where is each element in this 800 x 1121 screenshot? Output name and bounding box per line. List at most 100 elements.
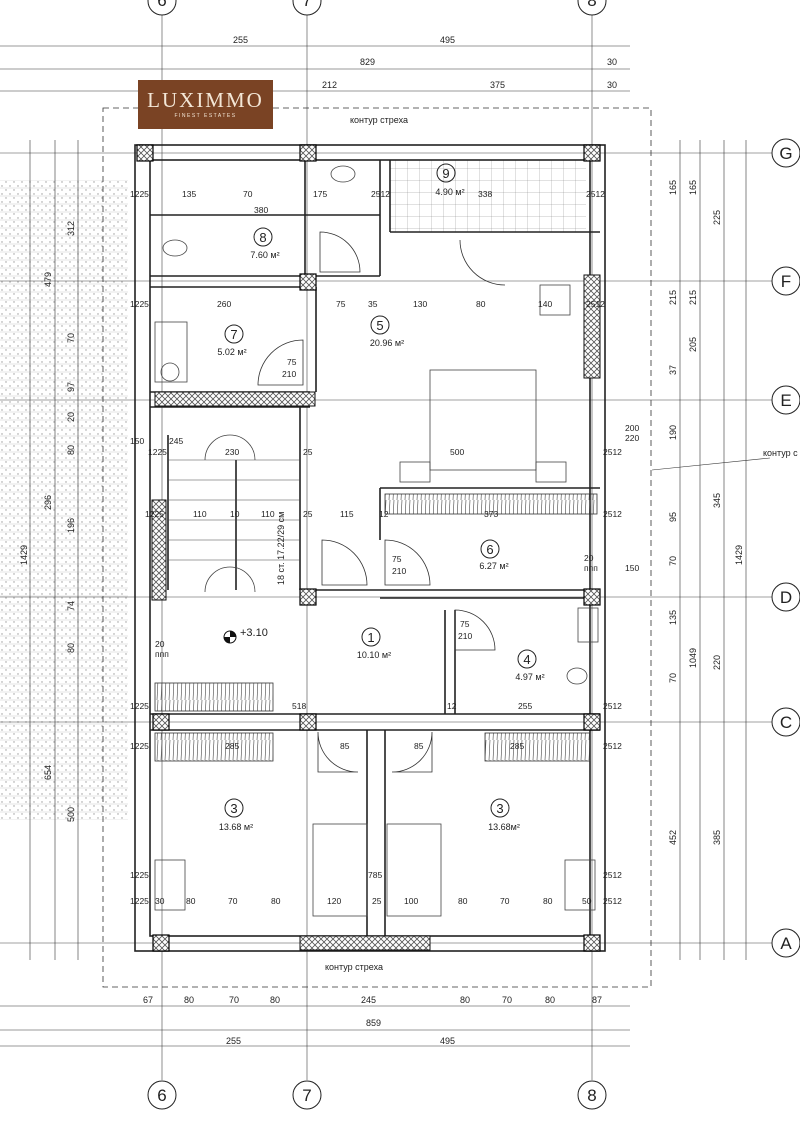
dim-int-85-b: 85 [414, 741, 424, 751]
axis-label-8-bottom: 8 [587, 1086, 596, 1105]
eave-contour [102, 107, 652, 988]
axis-label-A: A [780, 934, 792, 953]
dim-int-ppp-b: 20 [584, 553, 594, 563]
dim-int-12-b: 12 [447, 701, 457, 711]
dim-right-70a: 70 [668, 556, 678, 566]
room-6-number: 6 [486, 542, 493, 557]
axis-label-D: D [780, 588, 792, 607]
dim-int-2512-c: 2512 [603, 447, 622, 457]
dim-top-side: 30 [607, 57, 617, 67]
room-3-left-area: 13.68 м² [219, 822, 253, 832]
dim-bottom-255: 255 [226, 1036, 241, 1046]
level-mark-label: +3.10 [240, 627, 268, 639]
room-4-number: 4 [523, 652, 530, 667]
dim-int-2512-h: 2512 [603, 896, 622, 906]
dim-int-380: 380 [254, 205, 268, 215]
dim-int-1225-e: 1225 [130, 701, 149, 711]
dim-int-255: 255 [518, 701, 532, 711]
dim-int-25-b: 25 [303, 509, 313, 519]
dim-left-500: 500 [66, 807, 76, 822]
dim-int-338: 338 [478, 189, 492, 199]
axis-label-6-bottom: 6 [157, 1086, 166, 1105]
room-4-area: 4.97 м² [515, 672, 544, 682]
dim-bottom-245: 245 [361, 995, 376, 1005]
dim-int-120: 120 [327, 896, 341, 906]
door-swings [257, 231, 506, 773]
dim-int-210: 210 [282, 369, 296, 379]
dim-int-175: 175 [313, 189, 327, 199]
dim-left-654: 654 [43, 765, 53, 780]
dim-bottom-495: 495 [440, 1036, 455, 1046]
room-9-area: 4.90 м² [435, 187, 464, 197]
dim-right-135: 135 [668, 610, 678, 625]
stair-treads [168, 459, 300, 561]
dim-int-2512-f: 2512 [603, 741, 622, 751]
dim-int-12: 12 [379, 509, 389, 519]
top-dimension-lines [0, 45, 630, 92]
eave-label-bottom: контур стреха [325, 962, 383, 972]
room-9-number: 9 [442, 166, 449, 181]
dim-int-1225-d: 1225 [145, 509, 164, 519]
level-marker [223, 630, 237, 644]
dim-int-85: 85 [340, 741, 350, 751]
dim-int-2512-g: 2512 [603, 870, 622, 880]
dim-right-452: 452 [668, 830, 678, 845]
dim-left-80a: 80 [66, 445, 76, 455]
dim-left-196: 196 [66, 518, 76, 533]
dim-left-74: 74 [66, 601, 76, 611]
dim-left-1429: 1429 [19, 545, 29, 565]
axis-label-8-top: 8 [587, 0, 596, 10]
dim-int-2512: 2512 [371, 189, 390, 199]
walls [134, 144, 606, 952]
dim-int-220: 220 [625, 433, 639, 443]
dim-left-20: 20 [66, 412, 76, 422]
dim-top-total: 829 [360, 57, 375, 67]
room-5-number: 5 [376, 318, 383, 333]
axis-label-E: E [780, 391, 791, 410]
dim-int-25-c: 25 [372, 896, 382, 906]
roof-area [0, 180, 128, 820]
dim-int-80-c: 80 [271, 896, 281, 906]
dim-int-245: 245 [169, 436, 183, 446]
dim-right-95: 95 [668, 512, 678, 522]
dim-int-90-a: ппп [155, 649, 169, 659]
dim-int-25: 25 [303, 447, 313, 457]
dim-right-1049: 1049 [688, 648, 698, 668]
dim-int-70: 70 [243, 189, 253, 199]
dim-bottom-67: 67 [143, 995, 153, 1005]
dim-int-130: 130 [413, 299, 427, 309]
dim-int-210-c: 210 [458, 631, 472, 641]
dim-left-97: 97 [66, 382, 76, 392]
dim-int-500: 500 [450, 447, 464, 457]
structural-walls [151, 274, 601, 951]
dim-int-70-c: 70 [500, 896, 510, 906]
dim-right-37: 37 [668, 365, 678, 375]
dim-bottom-80d: 80 [545, 995, 555, 1005]
dim-int-80-e: 80 [543, 896, 553, 906]
dim-right-215b: 215 [688, 290, 698, 305]
dim-int-140: 140 [538, 299, 552, 309]
dim-int-285: 285 [225, 741, 239, 751]
dim-top-212: 212 [322, 80, 337, 90]
dim-right-220a: 220 [712, 655, 722, 670]
dim-int-110-b: 110 [261, 509, 275, 519]
dim-bottom-70a: 70 [229, 995, 239, 1005]
right-dimension-lines [679, 140, 747, 960]
room-3-left-number: 3 [230, 801, 237, 816]
dim-int-75-c: 75 [392, 554, 402, 564]
axis-label-C: C [780, 713, 792, 732]
room-7-number: 7 [230, 327, 237, 342]
dim-int-2512-e: 2512 [603, 701, 622, 711]
dim-int-ppp-a: 20 [155, 639, 165, 649]
logo-brand: LUXIMMO [147, 88, 264, 112]
dim-int-285-b: 285 [510, 741, 524, 751]
dim-right-385: 385 [712, 830, 722, 845]
dim-int-135: 135 [182, 189, 196, 199]
dim-right-345: 345 [712, 493, 722, 508]
dim-int-2512-d: 2512 [603, 509, 622, 519]
room-7-area: 5.02 м² [217, 347, 246, 357]
left-dimension-lines [29, 140, 79, 960]
dim-int-90-b: ппп [584, 563, 598, 573]
dim-int-75-d: 75 [460, 619, 470, 629]
